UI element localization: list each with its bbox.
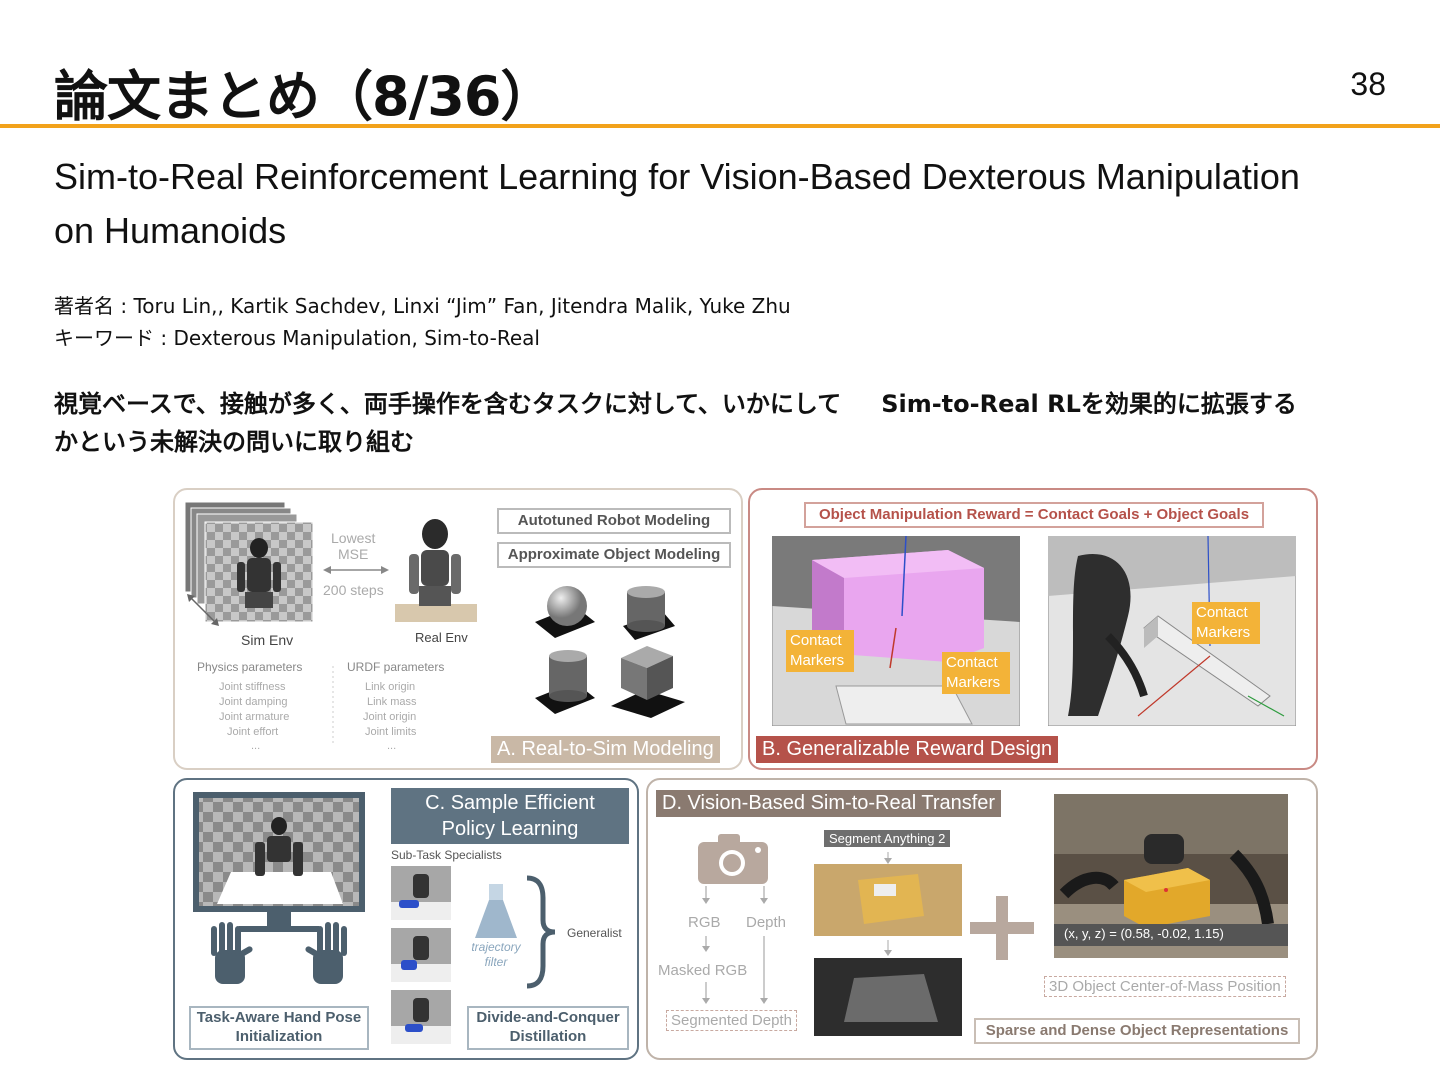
summary-line-1: 視覚ベースで、接触が多く、両手操作を含むタスクに対して、いかにして Sim-to-… (54, 385, 1394, 423)
panel-reward-design: Object Manipulation Reward = Contact Goa… (748, 488, 1318, 770)
slide-header: 論文まとめ（8/36） 38 (0, 0, 1440, 128)
physics-item: Joint stiffness (219, 680, 285, 694)
trajectory-filter-label: trajectory filter (463, 940, 529, 970)
urdf-item: Joint limits (365, 725, 416, 739)
contact-markers-label-1: Contact Markers (786, 630, 854, 672)
urdf-item: ... (387, 739, 396, 753)
contact-markers-text: Contact Markers (790, 631, 850, 671)
real-env-label: Real Env (415, 630, 468, 645)
approximate-object-label: Approximate Object Modeling (497, 542, 731, 568)
lowest-text: Lowest (331, 530, 375, 546)
segmentation-images (814, 852, 964, 1058)
mse-text: MSE (331, 546, 375, 562)
pipeline-arrows (694, 886, 774, 1014)
stack-arrow (183, 590, 223, 630)
urdf-parameters-title: URDF parameters (347, 660, 444, 674)
urdf-item: Link origin (365, 680, 415, 694)
brace-icon (523, 874, 559, 990)
real-robot-image (395, 512, 477, 624)
plus-icon (970, 896, 1034, 960)
steps-label: 200 steps (323, 582, 384, 598)
camera-icon (698, 834, 768, 884)
page-number: 38 (1350, 66, 1386, 103)
authors-row: 著者名 : Toru Lin,, Kartik Sachdev, Linxi “… (54, 290, 791, 322)
contact-markers-text: Contact Markers (1196, 603, 1256, 643)
keywords-value: Dexterous Manipulation, Sim-to-Real (173, 326, 540, 350)
paper-title-line-1: Sim-to-Real Reinforcement Learning for V… (54, 150, 1394, 204)
generalist-label: Generalist (567, 926, 622, 940)
autotuned-robot-label: Autotuned Robot Modeling (497, 508, 731, 534)
physics-parameters-title: Physics parameters (197, 660, 302, 674)
urdf-item: Joint origin (363, 710, 416, 724)
flask-icon (475, 884, 517, 940)
param-divider (331, 666, 335, 746)
reward-formula: Object Manipulation Reward = Contact Goa… (804, 502, 1264, 528)
slide-title: 論文まとめ（8/36） (54, 52, 553, 131)
monitor-sim-image (193, 792, 365, 942)
center-of-mass-label: 3D Object Center-of-Mass Position (1044, 976, 1286, 997)
physics-item: ... (251, 739, 260, 753)
primitive-shapes (535, 582, 705, 722)
mse-arrow (323, 564, 389, 576)
paper-title: Sim-to-Real Reinforcement Learning for V… (54, 150, 1394, 258)
summary-text: 視覚ベースで、接触が多く、両手操作を含むタスクに対して、いかにして Sim-to-… (54, 385, 1394, 461)
authors-value: Toru Lin,, Kartik Sachdev, Linxi “Jim” F… (133, 294, 790, 318)
physics-item: Joint armature (219, 710, 289, 724)
contact-markers-text: Contact Markers (946, 653, 1006, 693)
rgb-label: RGB (688, 914, 721, 931)
sub-task-specialists-label: Sub-Task Specialists (391, 848, 502, 862)
summary-line-2: かという未解決の問いに取り組む (54, 423, 1394, 461)
depth-label: Depth (746, 914, 786, 931)
keywords-row: キーワード : Dexterous Manipulation, Sim-to-R… (54, 322, 791, 354)
paper-title-line-2: on Humanoids (54, 204, 1394, 258)
authors-label: 著者名 : (54, 294, 127, 318)
contact-markers-label-2: Contact Markers (942, 652, 1010, 694)
segmented-depth-label: Segmented Depth (666, 1010, 797, 1031)
summary-part-2: Sim-to-Real RLを効果的に拡張する (881, 390, 1297, 418)
specialist-images (391, 866, 453, 1046)
sim-env-label: Sim Env (241, 632, 293, 648)
panel-c-tag: C. Sample Efficient Policy Learning (391, 788, 629, 844)
summary-part-1: 視覚ベースで、接触が多く、両手操作を含むタスクに対して、いかにして (54, 390, 841, 418)
hand-icons (199, 922, 359, 994)
panel-a-tag: A. Real-to-Sim Modeling (491, 736, 720, 763)
paper-meta: 著者名 : Toru Lin,, Kartik Sachdev, Linxi “… (54, 290, 791, 354)
overview-figure: Sim Env Lowest MSE 200 steps Real Env Au… (170, 484, 1322, 1064)
keywords-label: キーワード : (54, 326, 167, 350)
contact-markers-label-3: Contact Markers (1192, 602, 1260, 644)
distillation-label: Divide-and-Conquer Distillation (467, 1006, 629, 1050)
segment-anything-label: Segment Anything 2 (824, 830, 950, 847)
physics-item: Joint effort (227, 725, 278, 739)
lowest-mse-label: Lowest MSE (331, 530, 375, 562)
coordinates-readout: (x, y, z) = (0.58, -0.02, 1.15) (1064, 926, 1224, 941)
urdf-item: Link mass (367, 695, 417, 709)
panel-sim-to-real: D. Vision-Based Sim-to-Real Transfer RGB… (646, 778, 1318, 1060)
panel-policy-learning: Task-Aware Hand Pose Initialization C. S… (173, 778, 639, 1060)
header-rule (0, 124, 1440, 128)
panel-b-tag: B. Generalizable Reward Design (756, 736, 1058, 763)
masked-rgb-label: Masked RGB (658, 962, 747, 979)
sparse-dense-label: Sparse and Dense Object Representations (974, 1018, 1300, 1044)
panel-d-tag: D. Vision-Based Sim-to-Real Transfer (656, 790, 1001, 817)
physics-item: Joint damping (219, 695, 288, 709)
hand-pose-label: Task-Aware Hand Pose Initialization (189, 1006, 369, 1050)
panel-real-to-sim: Sim Env Lowest MSE 200 steps Real Env Au… (173, 488, 743, 770)
